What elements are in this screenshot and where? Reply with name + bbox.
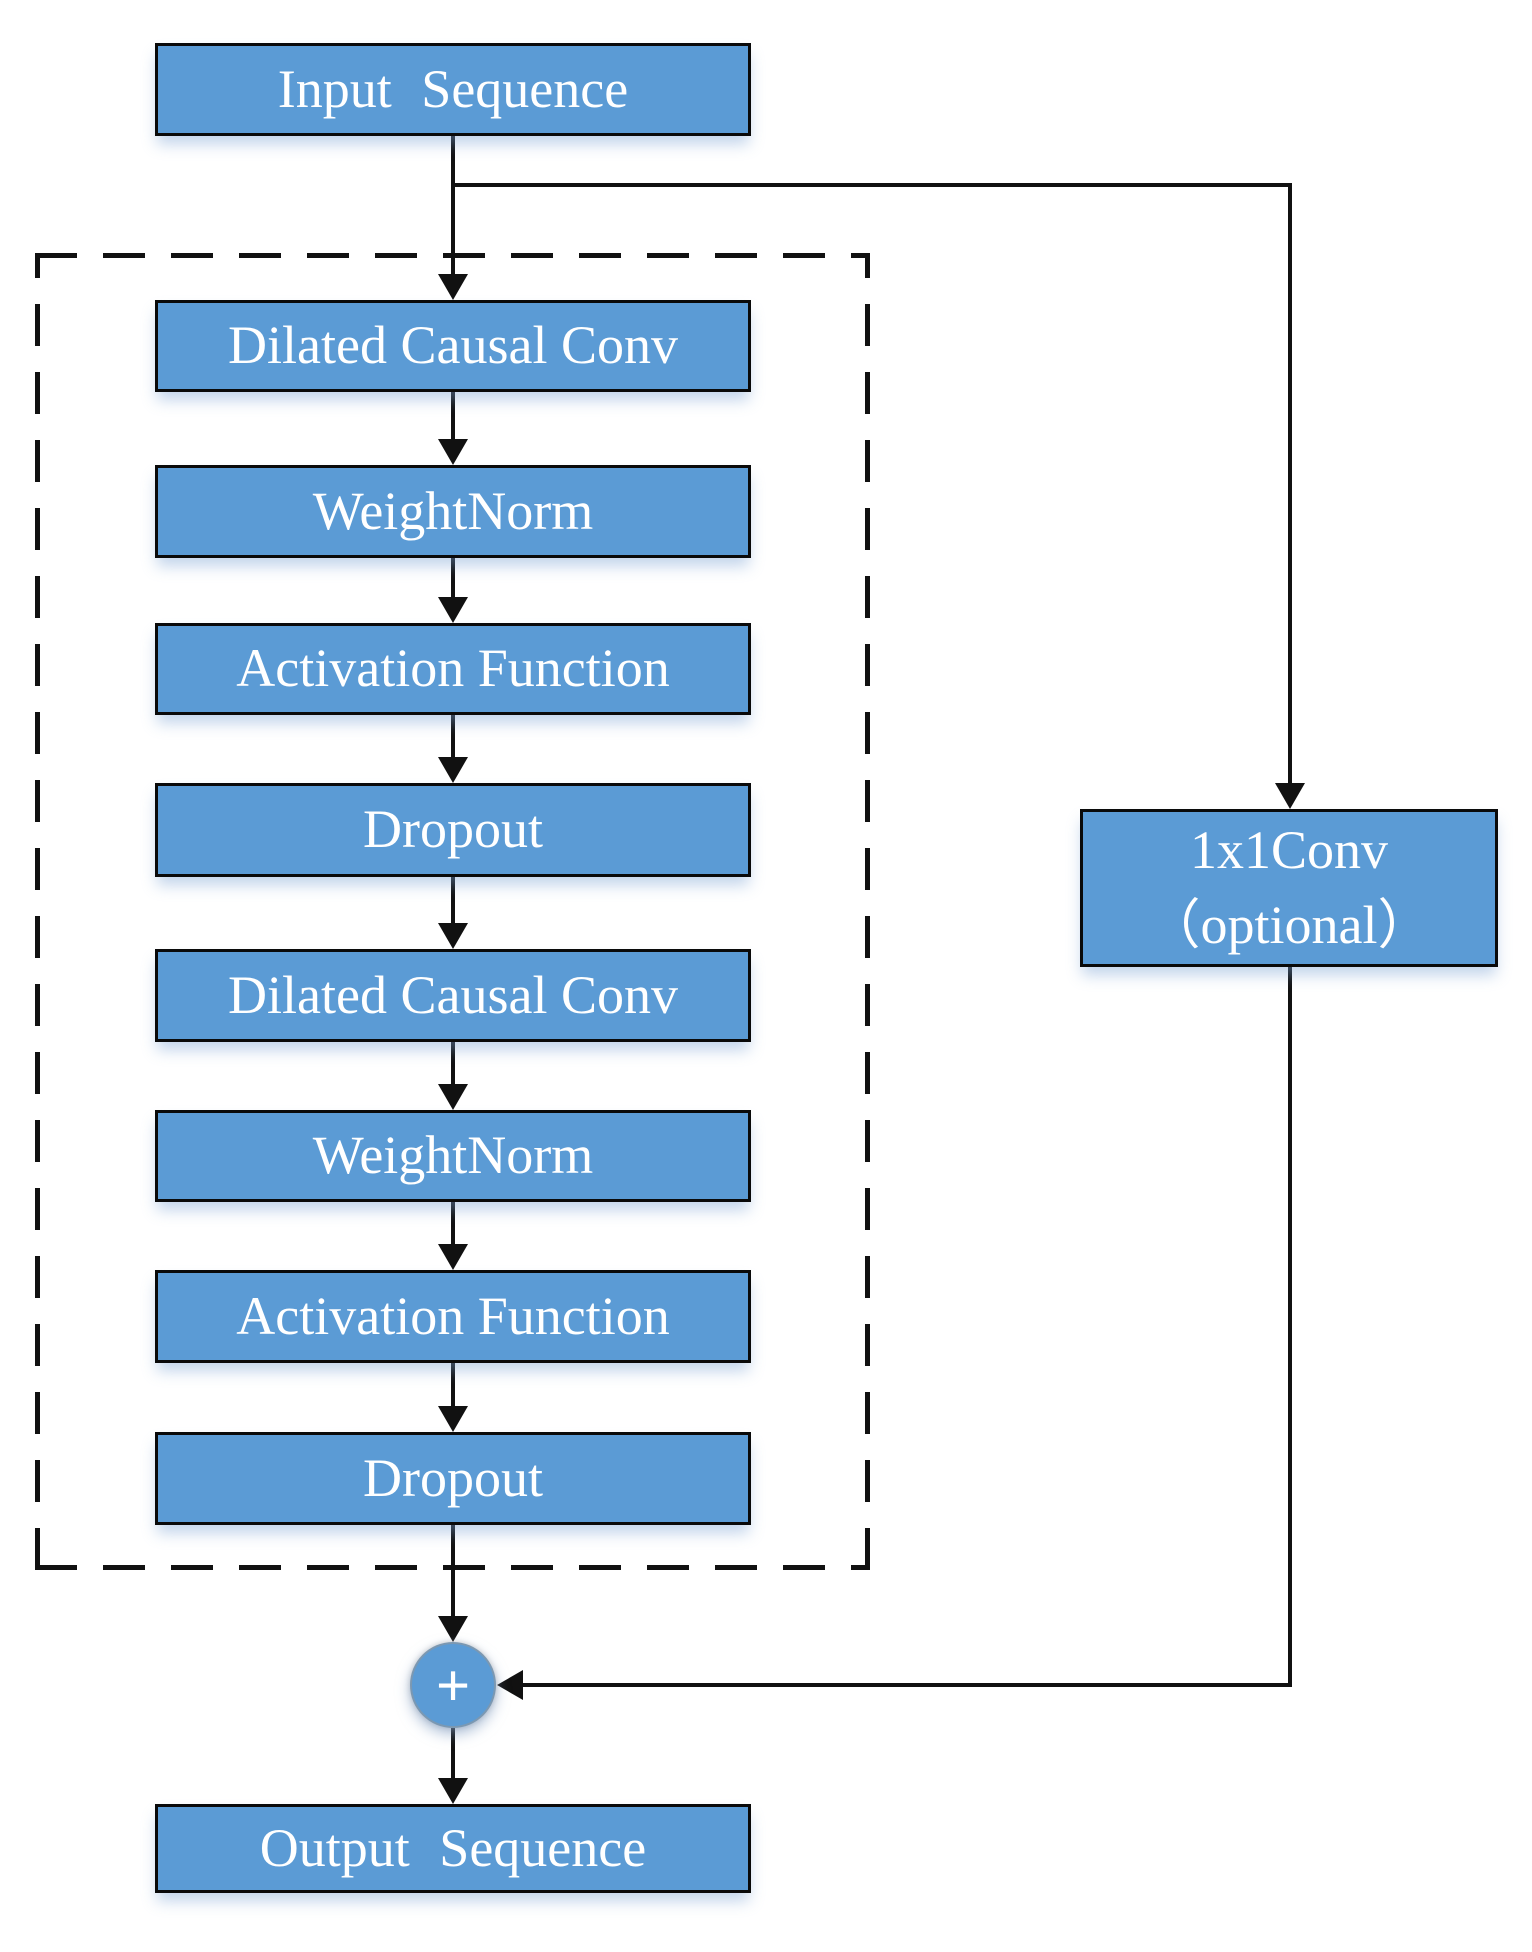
- arrowhead-into-weightnorm-1: [438, 439, 468, 465]
- weightnorm-label-2: WeightNorm: [312, 1125, 594, 1186]
- input-sequence-node: Input Sequence: [155, 43, 751, 136]
- residual-sum-node: +: [410, 1642, 496, 1728]
- activation-function-label-1: Activation Function: [236, 638, 670, 699]
- arrowhead-into-sum: [438, 1616, 468, 1642]
- connector-dropout1-dilated2: [451, 877, 455, 927]
- arrowhead-into-dropout-2: [438, 1406, 468, 1432]
- dilated-causal-conv-node-1: Dilated Causal Conv: [155, 300, 751, 392]
- dropout-label-2: Dropout: [363, 1447, 543, 1508]
- activation-function-node-1: Activation Function: [155, 623, 751, 715]
- connector-activation1-dropout1: [451, 715, 455, 761]
- dilated-causal-conv-label-2: Dilated Causal Conv: [228, 964, 678, 1025]
- activation-function-node-2: Activation Function: [155, 1270, 751, 1363]
- connector-activation2-dropout2: [451, 1363, 455, 1410]
- arrowhead-into-dropout-1: [438, 757, 468, 783]
- arrowhead-into-output: [438, 1778, 468, 1804]
- connector-weightnorm2-activation2: [451, 1202, 455, 1248]
- skip-branch-vertical-lower: [1288, 967, 1292, 1687]
- output-sequence-node: Output Sequence: [155, 1804, 751, 1893]
- skip-branch-horizontal-top: [451, 183, 1292, 187]
- arrowhead-into-dilated-conv-2: [438, 923, 468, 949]
- weightnorm-label-1: WeightNorm: [312, 480, 594, 541]
- skip-branch-horizontal-bottom: [520, 1683, 1292, 1687]
- dropout-label-1: Dropout: [363, 799, 543, 860]
- dilated-causal-conv-node-2: Dilated Causal Conv: [155, 949, 751, 1042]
- arrowhead-skip-into-sum: [497, 1670, 523, 1700]
- activation-function-label-2: Activation Function: [236, 1285, 670, 1346]
- weightnorm-node-2: WeightNorm: [155, 1110, 751, 1202]
- 1x1-conv-optional-node: 1x1Conv （optional）: [1080, 809, 1498, 967]
- input-sequence-label: Input Sequence: [277, 58, 629, 119]
- connector-sum-to-output: [451, 1728, 455, 1782]
- arrowhead-into-1x1conv: [1275, 783, 1305, 809]
- dropout-node-2: Dropout: [155, 1432, 751, 1525]
- connector-dropout2-to-sum: [451, 1525, 455, 1620]
- connector-weightnorm1-activation1: [451, 558, 455, 599]
- output-sequence-label: Output Sequence: [259, 1817, 647, 1878]
- skip-branch-vertical-upper: [1288, 183, 1292, 785]
- weightnorm-node-1: WeightNorm: [155, 465, 751, 558]
- arrowhead-into-weightnorm-2: [438, 1084, 468, 1110]
- 1x1-conv-optional-label: （optional）: [1146, 895, 1432, 955]
- arrowhead-into-activation-2: [438, 1244, 468, 1270]
- arrowhead-into-dilated-conv-1: [438, 274, 468, 300]
- arrowhead-into-activation-1: [438, 597, 468, 623]
- 1x1-conv-label: 1x1Conv: [1189, 820, 1389, 880]
- dilated-causal-conv-label-1: Dilated Causal Conv: [228, 315, 678, 376]
- connector-dilated1-weightnorm1: [451, 392, 455, 441]
- dropout-node-1: Dropout: [155, 783, 751, 877]
- connector-dilated2-weightnorm2: [451, 1042, 455, 1088]
- plus-icon: +: [436, 1652, 470, 1718]
- connector-input-to-block: [451, 136, 455, 278]
